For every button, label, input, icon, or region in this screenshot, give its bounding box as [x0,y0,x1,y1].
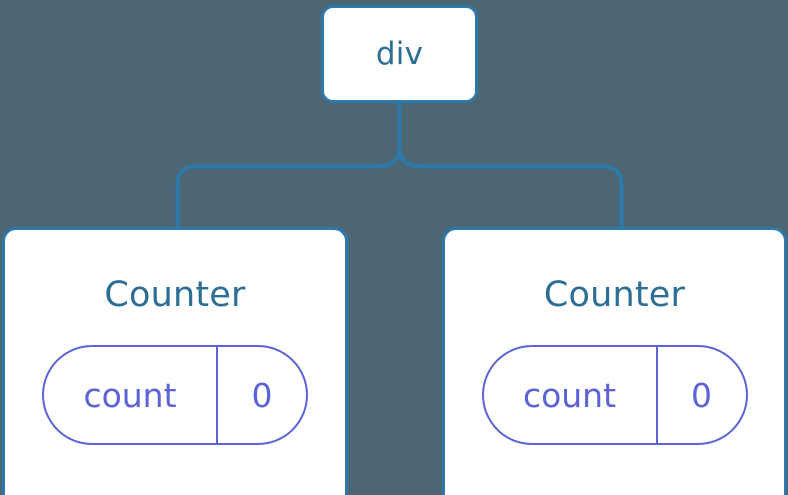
node-component-counter-left[interactable]: Counter count 0 [2,227,348,495]
state-pill-divider [216,347,218,443]
node-root-div[interactable]: div [321,5,478,103]
root-node-label: div [375,35,424,72]
state-key-label: count [522,375,617,415]
connector-fork-right [397,147,604,169]
component-title: Counter [104,275,246,315]
node-component-counter-right[interactable]: Counter count 0 [442,227,787,495]
state-pill[interactable]: count 0 [42,345,308,445]
state-pill[interactable]: count 0 [481,345,748,445]
connector-fork-left [195,147,402,169]
state-value-label: 0 [691,375,712,415]
state-value-label: 0 [251,375,273,415]
component-title: Counter [543,275,686,315]
connector-branch-right [603,164,624,229]
connector-branch-left [175,164,196,229]
state-pill-divider [655,347,658,443]
state-key-label: count [83,375,177,415]
